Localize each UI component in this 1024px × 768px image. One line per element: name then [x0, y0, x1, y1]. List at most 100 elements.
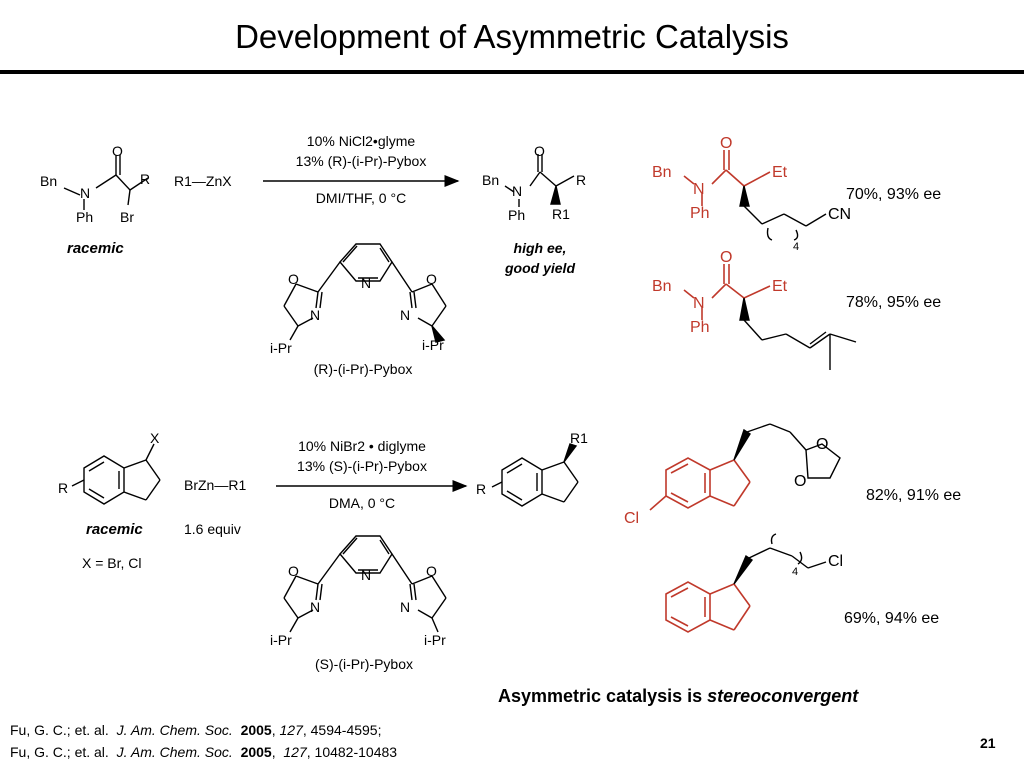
citation-year: 2005 — [240, 722, 272, 738]
reactant-bromoamide-labels: Bn N Ph O Br R — [40, 143, 150, 225]
n-label: N — [400, 307, 410, 323]
result-line-1: high ee, — [514, 240, 567, 256]
o-label: O — [426, 271, 437, 287]
ipr-label: i-Pr — [422, 337, 444, 353]
page-number: 21 — [980, 735, 996, 751]
et-label: Et — [772, 164, 788, 181]
title-divider — [0, 70, 1024, 74]
example-yield-1: 70%, 93% ee — [846, 186, 942, 203]
example-product-nitrile-structure — [683, 150, 771, 206]
condition-ligand-1: 13% (R)-(i-Pr)-Pybox — [296, 153, 427, 169]
pybox-ligand-r-labels: O N N N O i-Pr i-Pr — [270, 271, 444, 356]
product-indane-labels: R R1 — [476, 430, 588, 497]
citation-journal: J. Am. Chem. Soc. — [116, 722, 233, 738]
ligand-name-s: (S)-(i-Pr)-Pybox — [315, 656, 413, 672]
conclusion-statement: Asymmetric catalysis is stereoconvergent — [498, 686, 858, 707]
reagent-equivalents: 1.6 equiv — [184, 521, 241, 537]
pybox-ligand-s-structure — [283, 535, 447, 633]
halide-definition: X = Br, Cl — [82, 555, 142, 571]
citation-1: Fu, G. C.; et. al. J. Am. Chem. Soc. 200… — [10, 722, 382, 738]
reactant-bromoamide — [63, 155, 149, 210]
conclusion-emphasis: stereoconvergent — [707, 686, 859, 706]
n-label: N — [512, 183, 522, 199]
o-label: O — [534, 143, 545, 159]
r1-label: R1 — [570, 430, 588, 446]
example-product-indane-structure — [665, 581, 751, 633]
o-label: O — [816, 436, 828, 453]
o-label: O — [426, 563, 437, 579]
br-label: Br — [120, 209, 134, 225]
ipr-label: i-Pr — [424, 632, 446, 648]
n-label: N — [310, 307, 320, 323]
o-label: O — [288, 563, 299, 579]
n-label: N — [693, 295, 705, 312]
bn-label: Bn — [652, 164, 672, 181]
condition-catalyst-1: 10% NiCl2•glyme — [307, 133, 416, 149]
citation-year: 2005 — [240, 744, 272, 760]
ph-label: Ph — [690, 205, 710, 222]
n-label: N — [80, 185, 90, 201]
example-product-nitrile-chain — [739, 185, 827, 241]
product-indane-structure — [491, 443, 579, 507]
citation-volume: 127 — [283, 744, 307, 760]
example-yield-4: 69%, 94% ee — [844, 610, 940, 627]
citation-2: Fu, G. C.; et. al. J. Am. Chem. Soc. 200… — [10, 744, 398, 760]
organozinc-reagent-1: R1—ZnX — [174, 173, 232, 189]
ph-label: Ph — [690, 319, 710, 336]
example-yield-2: 78%, 95% ee — [846, 294, 942, 311]
n-label: N — [361, 275, 371, 291]
o-label: O — [794, 473, 806, 490]
cn-label: CN — [828, 206, 851, 223]
bn-label: Bn — [652, 278, 672, 295]
r-label: R — [476, 481, 486, 497]
slide-title: Development of Asymmetric Catalysis — [235, 18, 789, 55]
example-product-alkene-structure — [683, 264, 771, 320]
o-label: O — [288, 271, 299, 287]
r1-label: R1 — [552, 206, 570, 222]
n-label: N — [310, 599, 320, 615]
bn-label: Bn — [482, 172, 499, 188]
subscript-label: 4 — [792, 566, 798, 578]
result-line-2: good yield — [504, 260, 575, 276]
citation-pages: 10482-10483 — [314, 744, 398, 760]
o-label: O — [112, 143, 123, 159]
product-amide-1 — [504, 154, 575, 207]
n-label: N — [693, 181, 705, 198]
n-label: N — [361, 567, 371, 583]
example-yield-3: 82%, 91% ee — [866, 487, 962, 504]
pybox-ligand-s-labels: O N N N O i-Pr i-Pr — [270, 563, 446, 648]
reactant-indane-labels: X R — [58, 430, 160, 496]
pybox-ligand-r-structure — [283, 243, 447, 343]
cl-label: Cl — [828, 553, 843, 570]
cl-label: Cl — [624, 510, 639, 527]
citation-volume: 127 — [279, 722, 303, 738]
condition-catalyst-2: 10% NiBr2 • diglyme — [298, 438, 426, 454]
o-label: O — [720, 135, 732, 152]
example-product-chloroindane-chain — [733, 423, 841, 479]
citation-pages: 4594-4595; — [310, 722, 382, 738]
r-label: R — [58, 480, 68, 496]
r-label: R — [576, 172, 586, 188]
condition-ligand-2: 13% (S)-(i-Pr)-Pybox — [297, 458, 427, 474]
bn-label: Bn — [40, 173, 57, 189]
subscript-label: 4 — [793, 241, 799, 253]
organozinc-reagent-2: BrZn—R1 — [184, 477, 246, 493]
ph-label: Ph — [508, 207, 525, 223]
ipr-label: i-Pr — [270, 340, 292, 356]
citation-authors: Fu, G. C.; et. al. — [10, 722, 109, 738]
o-label: O — [720, 249, 732, 266]
citation-journal: J. Am. Chem. Soc. — [116, 744, 233, 760]
example-product-indane-chain — [733, 533, 827, 585]
et-label: Et — [772, 278, 788, 295]
n-label: N — [400, 599, 410, 615]
racemic-label-1: racemic — [67, 240, 124, 257]
ph-label: Ph — [76, 209, 93, 225]
racemic-label-2: racemic — [86, 521, 143, 538]
example-product-alkene-labels: Bn N Ph O Et — [652, 249, 788, 336]
r-label: R — [140, 171, 150, 187]
example-product-chloroindane-labels: Cl O O — [624, 436, 828, 527]
example-product-alkene-chain — [739, 297, 857, 370]
ipr-label: i-Pr — [270, 632, 292, 648]
x-label: X — [150, 430, 160, 446]
